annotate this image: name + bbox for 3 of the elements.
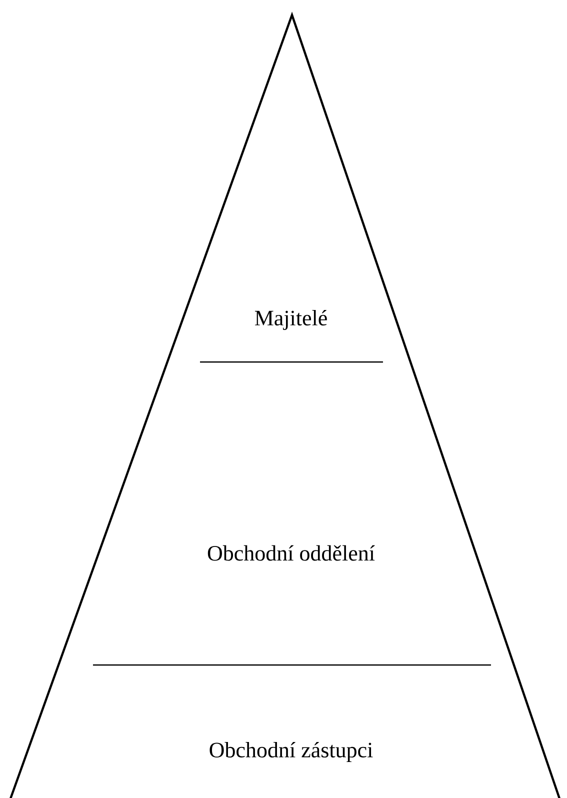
level-label: Obchodní oddělení <box>208 545 375 561</box>
level-label: Obchodní zástupci <box>210 742 373 762</box>
level-label: Majitelé <box>254 310 327 330</box>
